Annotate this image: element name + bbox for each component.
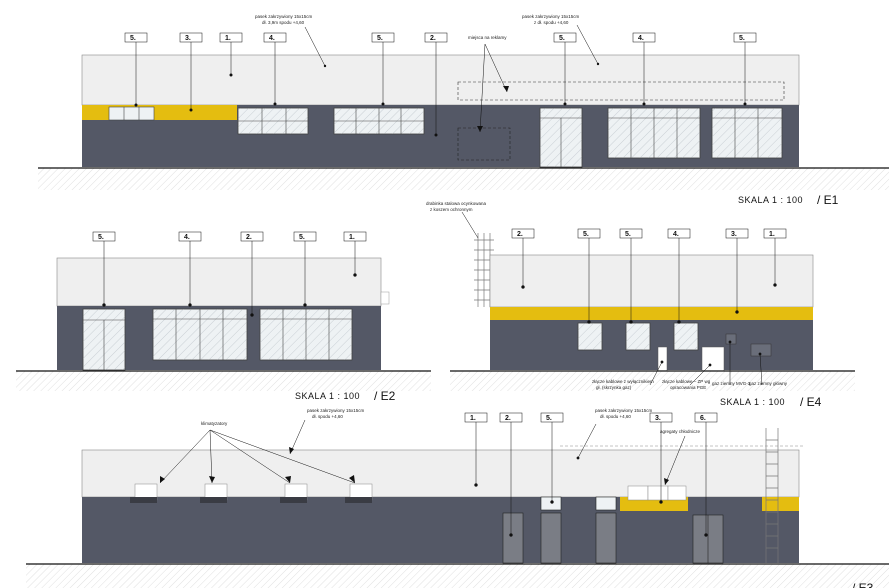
- marker-label: 6.: [700, 415, 706, 422]
- note: pasek zakrzywiony 15x15cm: [307, 408, 365, 413]
- scale-label: SKALA 1 : 100: [738, 195, 803, 205]
- e1-marker-labels: 5. 3. 1. 4. 5. 2. 5. 4. 5.: [130, 35, 745, 42]
- note: opracowania PGE: [670, 385, 706, 390]
- note: gł. (skrzynka gaz): [596, 385, 632, 390]
- note: złącze kablowe z wyłącznikiem: [592, 379, 654, 384]
- marker-label: 1.: [769, 231, 775, 238]
- note: agregaty chłodnicze: [660, 429, 701, 434]
- marker-label: 4.: [269, 35, 275, 42]
- e1-markers: [124, 32, 757, 43]
- note: miejsca na reklamy: [468, 35, 507, 40]
- note: złącze kablowe – ZP wg: [662, 379, 711, 384]
- marker-label: 3.: [655, 415, 661, 422]
- note: gaz ziemny główny: [749, 381, 788, 386]
- e1-ad-area: [457, 127, 511, 161]
- marker-label: 4.: [673, 231, 679, 238]
- marker-label: 2.: [517, 231, 523, 238]
- e1-ad-area: [457, 81, 785, 101]
- note: pasek zakrzywiony 15x15cm: [255, 14, 313, 19]
- e1-arrowheads: [134, 62, 747, 137]
- marker-label: 5.: [559, 35, 565, 42]
- elevation-id: / E2: [374, 389, 396, 403]
- marker-box: [179, 32, 203, 43]
- e3-ladder: [765, 428, 779, 563]
- e4-gas-box: [725, 333, 737, 345]
- marker-label: 5.: [625, 231, 631, 238]
- e4-gas-box: [750, 343, 772, 357]
- note: dł. spodu +4,60: [600, 414, 631, 419]
- marker-box: [733, 32, 757, 43]
- note: dł. 3,9m spodu +4,60: [262, 20, 305, 25]
- e1-window: [333, 107, 425, 135]
- marker-box: [263, 32, 287, 43]
- marker-label: 5.: [98, 234, 104, 241]
- e1-ground: [38, 168, 889, 190]
- scale-label: SKALA 1 : 100: [720, 397, 785, 407]
- e4-utility-box: [701, 346, 725, 372]
- marker-label: 5.: [583, 231, 589, 238]
- marker-label: 1.: [225, 35, 231, 42]
- note: klimatyzatory: [201, 421, 228, 426]
- note: z koszem ochronnym: [430, 207, 473, 212]
- marker-box: [219, 32, 243, 43]
- e1-leaders: [135, 24, 746, 135]
- marker-label: 4.: [638, 35, 644, 42]
- e4-markers: [511, 228, 787, 239]
- elevation-e4: [450, 233, 855, 391]
- e1-window: [108, 106, 155, 121]
- note: dł. spodu +4,60: [312, 414, 343, 419]
- marker-label: 1.: [470, 415, 476, 422]
- e1-entrance-door: [539, 107, 583, 168]
- note: z dł. spodu +4,60: [534, 20, 569, 25]
- note: drabinka stalowa ocynkowana: [426, 201, 487, 206]
- marker-label: 2.: [246, 234, 252, 241]
- e1-window: [607, 107, 701, 159]
- marker-label: 3.: [731, 231, 737, 238]
- e1-window: [711, 107, 783, 159]
- e2-window: [152, 308, 248, 361]
- e2-markers: [92, 231, 367, 242]
- marker-label: 2.: [505, 415, 511, 422]
- marker-label: 5.: [546, 415, 552, 422]
- marker-label: 2.: [430, 35, 436, 42]
- elevation-e1: [38, 54, 889, 190]
- elevation-e2: [16, 257, 431, 391]
- e3-door: [502, 496, 724, 564]
- elevation-id: / E4: [800, 395, 822, 409]
- e2-window: [259, 308, 353, 361]
- marker-label: 5.: [377, 35, 383, 42]
- marker-label: 3.: [185, 35, 191, 42]
- scale-label: SKALA 1 : 100: [295, 391, 360, 401]
- e2-entrance-door: [82, 308, 126, 371]
- elevation-id: / E3: [852, 581, 874, 588]
- e4-window: [577, 322, 699, 351]
- marker-box: [553, 32, 577, 43]
- e1-yellow-band: [82, 105, 237, 120]
- marker-label: 5.: [299, 234, 305, 241]
- note: gaz ziemny MVG-3: [712, 381, 751, 386]
- marker-box: [424, 32, 448, 43]
- note: pasek zakrzywiony 15x15cm: [595, 408, 653, 413]
- marker-box: [124, 32, 148, 43]
- marker-label: 5.: [739, 35, 745, 42]
- elevation-id: / E1: [817, 193, 839, 207]
- e1-window: [237, 107, 309, 135]
- e3-markers: [464, 412, 718, 423]
- e1-upper-facade: [81, 54, 800, 106]
- marker-label: 4.: [184, 234, 190, 241]
- e3-ac-unit: [134, 483, 687, 501]
- marker-box: [632, 32, 656, 43]
- note: pasek zakrzywiony 15x15cm: [522, 14, 580, 19]
- elevation-e3: [26, 428, 889, 588]
- marker-label: 1.: [349, 234, 355, 241]
- marker-label: 5.: [130, 35, 136, 42]
- marker-box: [371, 32, 395, 43]
